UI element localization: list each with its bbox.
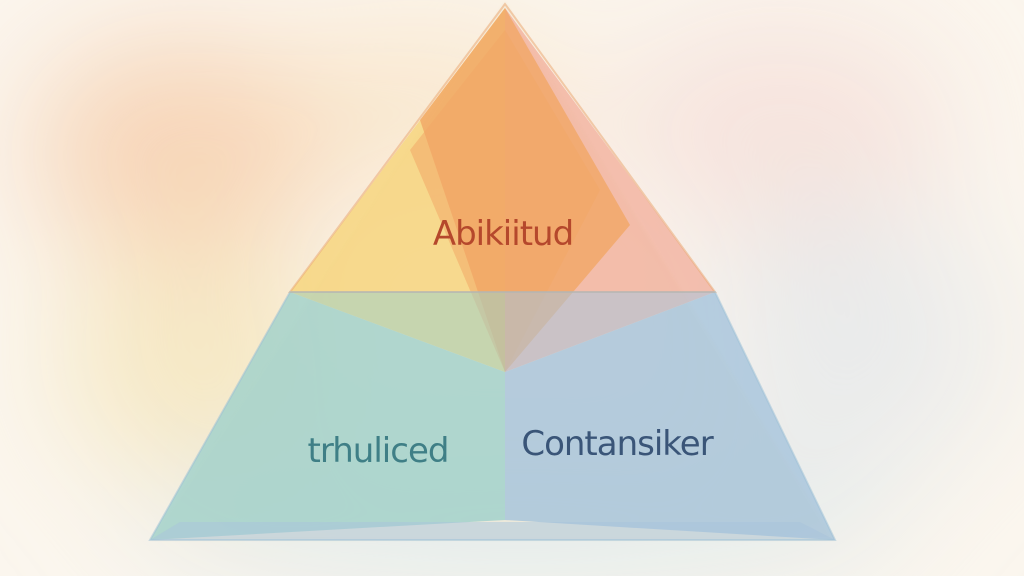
right-label: Contansiker (521, 424, 713, 464)
bottom-right-blue-facet (505, 292, 835, 540)
left-label: trhuliced (308, 431, 449, 471)
top-inner-orange-facet (410, 30, 600, 372)
bottom-left-teal-facet (150, 292, 505, 540)
bottom-base-strip (150, 522, 835, 540)
top-label: Abikiitud (433, 214, 573, 254)
lower-trapezoid-outline (148, 291, 837, 541)
